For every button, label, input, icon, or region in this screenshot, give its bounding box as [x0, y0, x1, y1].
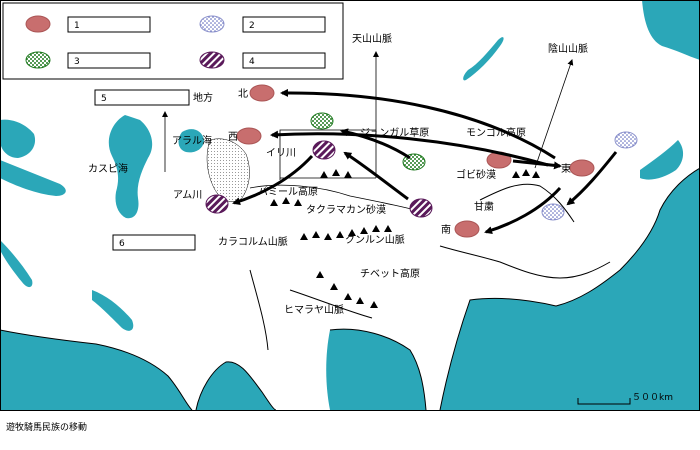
legend-1-label: 1 — [74, 21, 80, 31]
label-tianshan: 天山山脈 — [352, 32, 392, 45]
legend-3-marker — [25, 51, 51, 69]
ili-purple-marker — [312, 140, 336, 160]
arrow-takla-to-ili — [343, 151, 409, 201]
legend-3-label: 3 — [74, 57, 80, 67]
sea-areas — [0, 0, 700, 410]
label-tibet: チベット高原 — [360, 267, 420, 280]
label-south: 南 — [441, 223, 451, 236]
legend-box: 1 2 3 4 — [2, 2, 344, 80]
label-pamir: パミール高原 — [258, 185, 318, 198]
label-east: 東 — [561, 162, 571, 175]
label-kunlun: クンルン山脈 — [345, 233, 405, 246]
desert-area — [206, 138, 250, 202]
label-west: 西 — [228, 132, 238, 143]
legend-4-label: 4 — [249, 57, 255, 67]
legend-2-label: 2 — [249, 21, 255, 31]
label-aral: アラル海 — [172, 134, 212, 147]
south-marker — [454, 220, 480, 238]
legend-4-marker — [199, 51, 225, 69]
mountain-symbols — [270, 169, 540, 308]
north-marker — [249, 84, 275, 102]
north-china-blue-marker — [541, 203, 565, 221]
arrow-east-to-west — [270, 130, 549, 167]
arrow-mongol-to-east — [512, 159, 562, 170]
arrow-east-to-south — [484, 186, 562, 235]
junggar-green-marker — [310, 112, 334, 130]
east-marker — [569, 159, 595, 177]
legend-1-marker — [25, 15, 51, 33]
arrow-ili-to-amu — [232, 154, 314, 206]
label-junggar: ジュンガル草原 — [360, 127, 429, 139]
amu-purple-marker — [205, 194, 229, 214]
blank-5: 5 地方 — [94, 89, 213, 172]
label-karakoram: カラコルム山脈 — [218, 235, 288, 248]
scale-label: ５００km — [632, 393, 673, 403]
label-ili: イリ川 — [266, 148, 296, 159]
arrow-junggar-to-mongol — [340, 128, 411, 160]
svg-text:6: 6 — [119, 239, 125, 249]
map-caption: 遊牧騎馬民族の移動 — [6, 423, 88, 433]
arrow-manchuria-to-china — [566, 151, 618, 206]
map-labels: 天山山脈 陰山山脈 北 西 東 南 アラル海 カスピ海 イリ川 アム川 ジュンガ… — [88, 32, 588, 316]
coastlines — [0, 167, 700, 411]
manchuria-blue-marker — [614, 131, 638, 149]
west-marker — [236, 127, 262, 145]
tribe-markers — [205, 84, 638, 238]
label-himalaya: ヒマラヤ山脈 — [284, 303, 344, 316]
label-amu: アム川 — [173, 189, 202, 201]
region-suffix: 地方 — [193, 91, 213, 104]
migration-arrows — [232, 88, 618, 235]
takla-purple-marker — [409, 198, 433, 218]
yinshan-leader — [534, 59, 574, 169]
label-gobi: ゴビ砂漠 — [456, 168, 496, 181]
blank-6: 6 — [112, 234, 196, 251]
svg-text:5: 5 — [101, 94, 107, 104]
arrow-east-to-north — [280, 88, 556, 160]
label-gansu: 甘粛 — [474, 200, 494, 213]
legend-2-marker — [199, 15, 225, 33]
label-takla: タクラマカン砂漠 — [306, 203, 386, 216]
label-north: 北 — [238, 88, 248, 100]
label-mongol: モンゴル高原 — [466, 126, 526, 139]
label-caspian: カスピ海 — [88, 162, 128, 175]
scale-bar: ５００km — [577, 393, 673, 405]
label-yinshan: 陰山山脈 — [548, 42, 588, 55]
